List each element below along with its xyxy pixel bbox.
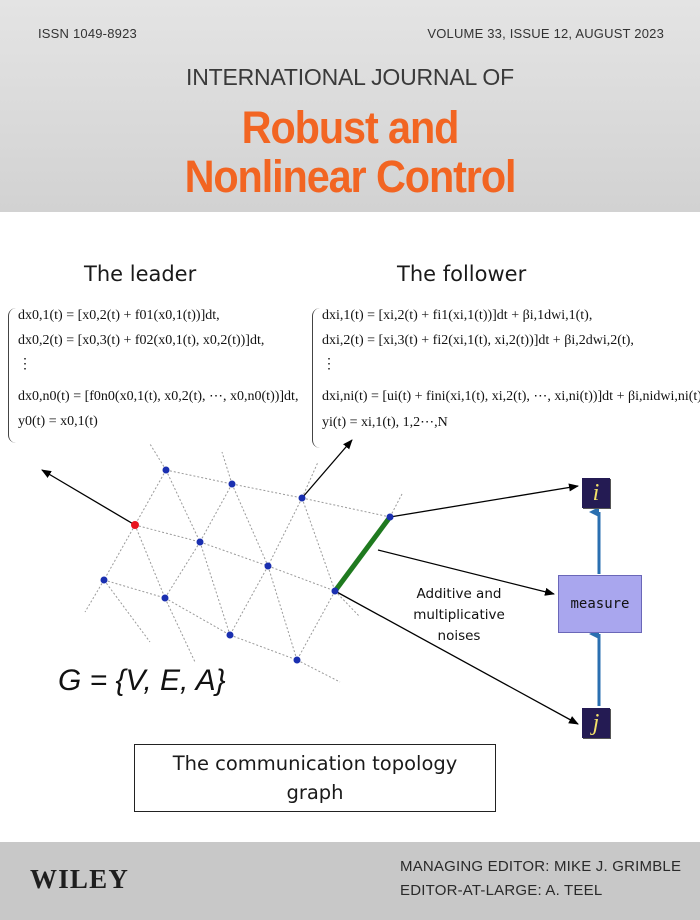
- graph-node: [228, 480, 236, 488]
- follower-eq-n: dxi,ni(t) = [ui(t) + fini(xi,1(t), xi,2(…: [322, 389, 700, 404]
- graph-node: [100, 576, 108, 584]
- graph-edges: [84, 443, 403, 683]
- highlighted-edge: [332, 515, 393, 593]
- leader-node: [131, 521, 139, 529]
- follower-eq-1: dxi,1(t) = [xi,2(t) + fi1(xi,1(t))]dt + …: [322, 308, 593, 323]
- cover-header: ISSN 1049-8923 VOLUME 33, ISSUE 12, AUGU…: [0, 0, 700, 212]
- graph-node: [161, 594, 169, 602]
- topology-caption-line2: graph: [286, 781, 344, 804]
- noise-label: Additive and multiplicative noises: [400, 584, 518, 647]
- cover-footer: WILEY MANAGING EDITOR: MIKE J. GRIMBLE E…: [0, 842, 700, 920]
- node-j-box: j: [582, 708, 610, 738]
- topology-graph: [41, 439, 601, 725]
- journal-title-line2: Nonlinear Control: [184, 151, 517, 202]
- leader-equations: dx0,1(t) = [x0,2(t) + f01(x0,1(t))]dt, d…: [8, 308, 325, 443]
- graph-node: [298, 494, 306, 502]
- follower-nodes: [100, 466, 394, 664]
- graph-formula: G = {V, E, A}: [58, 664, 226, 697]
- leader-eq-dots: ⋮: [18, 357, 32, 372]
- topology-caption-box: The communication topology graph: [134, 744, 496, 812]
- journal-prefix: INTERNATIONAL JOURNAL OF: [186, 64, 514, 90]
- edge-to-i-arrow: [389, 483, 579, 518]
- graph-node: [293, 656, 301, 664]
- edge-to-measure-arrow: [377, 549, 555, 596]
- leader-eq-n: dx0,n0(t) = [f0n0(x0,1(t), x0,2(t), ⋯, x…: [18, 389, 299, 404]
- graph-node: [226, 631, 234, 639]
- leader-eq-2: dx0,2(t) = [x0,3(t) + f02(x0,1(t), x0,2(…: [18, 333, 265, 348]
- noise-label-line2: multiplicative: [413, 607, 505, 623]
- journal-title-line1: Robust and: [241, 102, 460, 153]
- graph-node: [331, 587, 339, 595]
- topology-caption-line1: The communication topology: [172, 752, 458, 775]
- publisher-logo: WILEY: [30, 864, 130, 894]
- follower-eq-output: yi(t) = xi,1(t), 1,2⋯,N: [322, 415, 448, 430]
- graph-node: [386, 513, 394, 521]
- managing-editor: MANAGING EDITOR: MIKE J. GRIMBLE: [400, 858, 682, 875]
- editor-at-large: EDITOR-AT-LARGE: A. TEEL: [400, 882, 603, 899]
- follower-arrow: [301, 439, 353, 499]
- issn-label: ISSN 1049-8923: [38, 26, 137, 41]
- edge-to-j-arrow: [334, 590, 579, 725]
- node-i-box: i: [582, 478, 610, 508]
- leader-eq-output: y0(t) = x0,1(t): [18, 414, 98, 429]
- leader-eq-1: dx0,1(t) = [x0,2(t) + f01(x0,1(t))]dt,: [18, 308, 220, 323]
- graph-node: [196, 538, 204, 546]
- follower-heading: The follower: [397, 262, 527, 286]
- noise-label-line3: noises: [437, 628, 481, 644]
- measure-box: measure: [558, 575, 642, 633]
- graph-node: [264, 562, 272, 570]
- leader-arrow: [41, 469, 136, 526]
- follower-eq-2: dxi,2(t) = [xi,3(t) + fi2(xi,1(t), xi,2(…: [322, 333, 634, 348]
- follower-eq-dots: ⋮: [322, 357, 336, 372]
- follower-equations: dxi,1(t) = [xi,2(t) + fi1(xi,1(t))]dt + …: [312, 308, 700, 448]
- noise-label-line1: Additive and: [416, 586, 502, 602]
- leader-heading: The leader: [84, 262, 197, 286]
- graph-node: [162, 466, 170, 474]
- volume-issue-label: VOLUME 33, ISSUE 12, AUGUST 2023: [427, 26, 664, 41]
